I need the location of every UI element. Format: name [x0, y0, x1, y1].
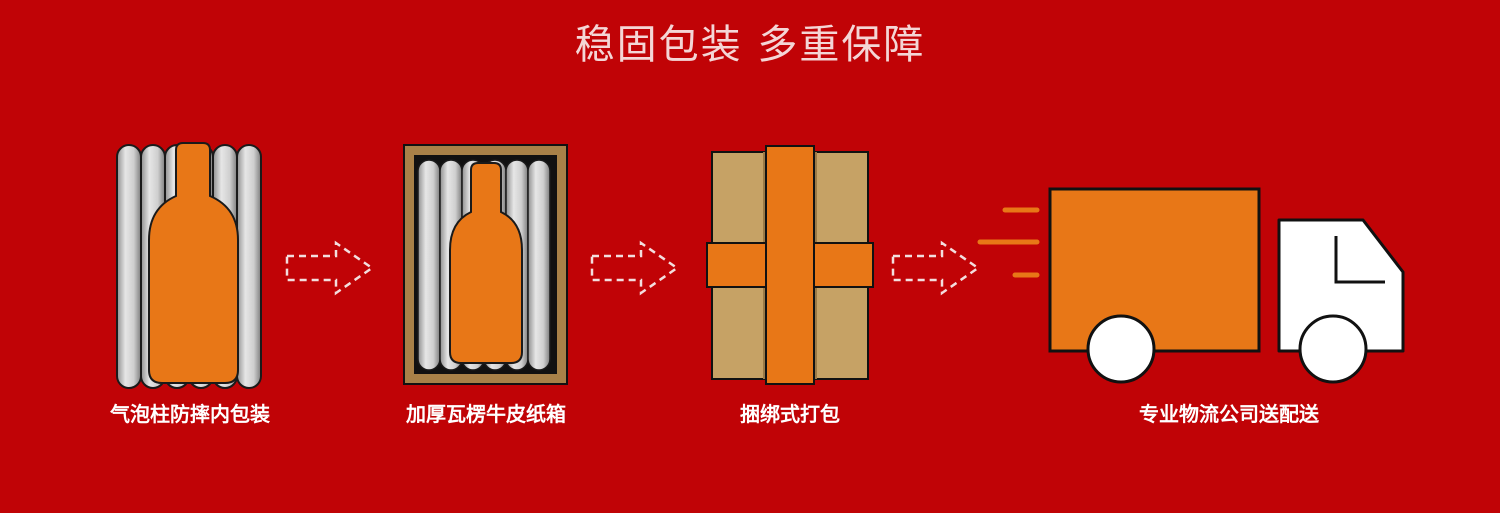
step-4-label: 专业物流公司送配送 [1139, 402, 1319, 426]
speed-lines [977, 207, 1040, 278]
step-3-label: 捆绑式打包 [740, 402, 840, 426]
dashed-arrow-icon [891, 240, 981, 296]
step-2-label: 加厚瓦楞牛皮纸箱 [406, 402, 566, 426]
strapped-package-icon [706, 145, 874, 385]
page-title: 稳固包装 多重保障 [574, 22, 926, 68]
dashed-arrow-icon [285, 240, 375, 296]
corrugated-box-bottle-icon [403, 144, 568, 385]
step-1-label: 气泡柱防摔内包装 [110, 402, 270, 426]
dashed-arrow-icon [590, 240, 680, 296]
bubble-wrap-bottle-icon [116, 142, 262, 389]
delivery-truck-icon [977, 187, 1405, 384]
